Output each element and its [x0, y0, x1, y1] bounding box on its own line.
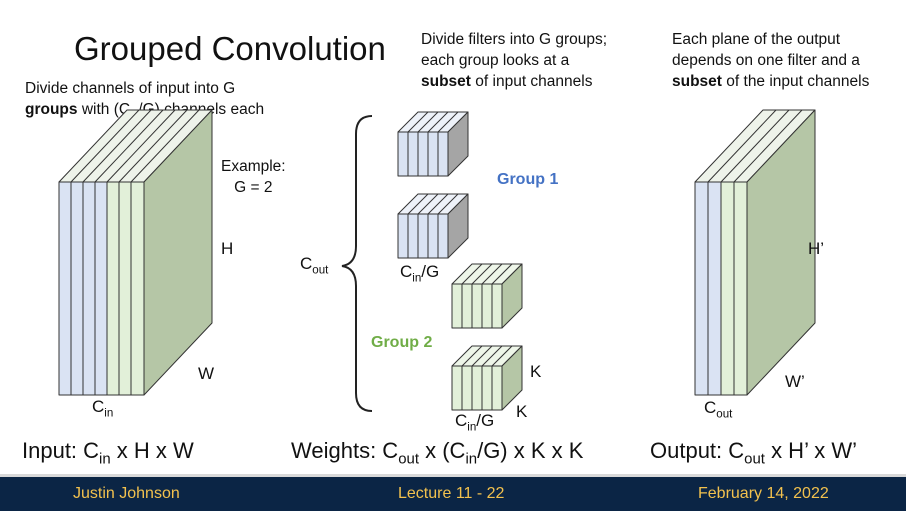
input-top-edge [82, 109, 152, 183]
example-line1: Example: [221, 158, 286, 175]
slide-title: Grouped Convolution [74, 30, 386, 67]
output-description: Each plane of the output depends on one … [672, 29, 869, 92]
input-top-edge [118, 109, 188, 183]
label-Cin-G-group1: Cin/G [400, 262, 440, 285]
output-desc-line3: subset of the input channels [672, 73, 870, 90]
input-blue-slice [70, 181, 84, 396]
filter-group1-b [397, 193, 469, 259]
label-Cin-input: Cin [92, 397, 114, 420]
label-group1: Group 1 [497, 171, 559, 188]
diagram-canvas [58, 109, 816, 412]
input-top-edge [130, 109, 200, 183]
weights-equation: Weights: Cout x (Cin/G) x K x K [291, 438, 584, 468]
curly-brace [341, 115, 373, 412]
input-volume [58, 109, 213, 396]
input-desc-line1: Divide channels of input into G [25, 80, 236, 97]
label-Cin-G-group2: Cin/G [455, 411, 495, 434]
label-K-height: K [530, 362, 542, 381]
filter-group1-a [397, 111, 469, 177]
footer-lecture: Lecture 11 - 22 [398, 485, 505, 502]
example-note: Example: G = 2 [221, 156, 286, 198]
label-group2: Group 2 [371, 334, 433, 351]
filter-description: Divide filters into G groups; each group… [421, 29, 607, 92]
filter-group2-b [451, 345, 523, 411]
label-W: W [198, 364, 215, 383]
filter-desc-line2: each group looks at a [421, 52, 570, 69]
output-desc-line1: Each plane of the output [672, 31, 841, 48]
label-H-prime: H’ [808, 239, 825, 258]
output-desc-line2: depends on one filter and a [672, 52, 860, 69]
label-W-prime: W’ [785, 372, 805, 391]
footer-date: February 14, 2022 [698, 485, 829, 502]
footer-bar: Justin Johnson Lecture 11 - 22 February … [0, 474, 906, 511]
label-Cout-output: Cout [704, 398, 733, 421]
label-H: H [221, 239, 234, 258]
label-Cout-brace: Cout [300, 254, 329, 277]
footer-author: Justin Johnson [73, 485, 180, 502]
filter-desc-line3: subset of input channels [421, 73, 593, 90]
example-line2: G = 2 [234, 179, 273, 196]
input-blue-slice [94, 181, 108, 396]
output-volume [694, 109, 816, 396]
input-top-edge [94, 109, 164, 183]
filter-group2-a [451, 263, 523, 329]
input-green-slice [130, 181, 145, 396]
input-green-slice [118, 181, 132, 396]
input-blue-slice [58, 181, 72, 396]
input-green-slice [106, 181, 120, 396]
input-top-edge [70, 109, 140, 183]
input-blue-slice [82, 181, 96, 396]
filter-desc-line1: Divide filters into G groups; [421, 31, 608, 48]
input-top-edge [106, 109, 176, 183]
output-equation: Output: Cout x H’ x W’ [650, 438, 858, 468]
label-K-depth: K [516, 402, 528, 421]
input-equation: Input: Cin x H x W [22, 438, 194, 468]
